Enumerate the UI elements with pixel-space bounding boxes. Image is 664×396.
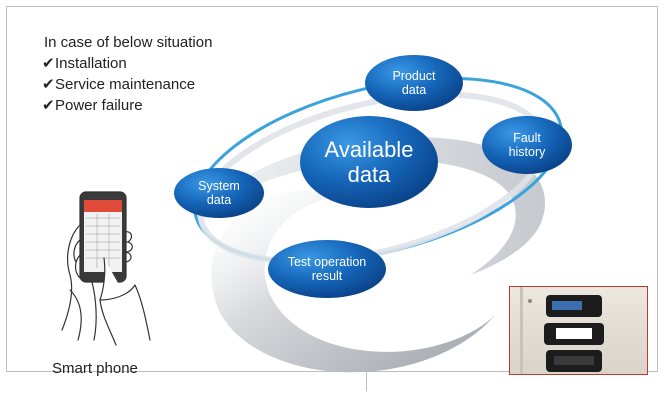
diagram-frame	[6, 6, 658, 372]
list-item: ✔Service maintenance	[42, 76, 196, 93]
situation-heading: In case of below situation	[44, 34, 213, 51]
swoosh-shape-2	[205, 136, 546, 275]
system-data-node	[174, 168, 264, 218]
situation-list: ✔Installation ✔Service maintenance ✔Powe…	[42, 53, 195, 116]
list-item: ✔Installation	[42, 55, 127, 72]
available-data-node	[300, 116, 438, 208]
test-operation-node	[268, 240, 386, 298]
fault-history-node	[482, 116, 572, 174]
device-panel-image	[520, 287, 604, 374]
frame-bottom-border	[6, 371, 367, 372]
check-icon: ✔	[42, 97, 55, 114]
frame-tick	[366, 371, 367, 391]
check-icon: ✔	[42, 76, 55, 93]
check-icon: ✔	[42, 55, 55, 72]
swoosh-shape	[211, 190, 495, 373]
smartphone-illustration	[61, 191, 151, 346]
smart-phone-caption: Smart phone	[52, 360, 138, 377]
device-panel-photo	[509, 286, 648, 375]
list-item: ✔Power failure	[42, 97, 143, 114]
product-data-node	[365, 55, 463, 111]
